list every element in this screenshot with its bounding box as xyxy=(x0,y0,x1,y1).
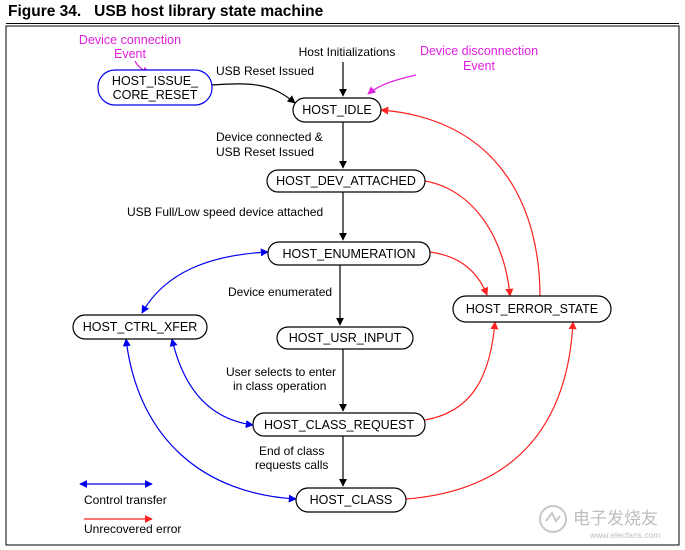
state-label: HOST_ISSUE_ xyxy=(112,74,199,88)
legend: Control transfer Unrecovered error xyxy=(79,480,181,536)
state-host-usr-input: HOST_USR_INPUT xyxy=(276,326,414,350)
state-label: CORE_RESET xyxy=(113,88,198,102)
event-label: Device connection xyxy=(79,33,181,47)
speed-device-attached-label: USB Full/Low speed device attached xyxy=(127,205,323,219)
enum-to-error-arrow xyxy=(429,251,489,296)
device-enumerated-label: Device enumerated xyxy=(228,285,332,299)
main-flow xyxy=(211,62,347,487)
state-label: HOST_DEV_ATTACHED xyxy=(276,174,416,188)
user-selects-label: in class operation xyxy=(233,379,326,393)
error-arrows xyxy=(380,106,577,500)
state-label: HOST_IDLE xyxy=(302,103,371,117)
state-label: HOST_CTRL_XFER xyxy=(83,320,198,334)
watermark: 电子发烧友 www.elecfans.com xyxy=(539,505,660,540)
state-host-ctrl-xfer: HOST_CTRL_XFER xyxy=(72,314,208,340)
state-host-class-request: HOST_CLASS_REQUEST xyxy=(252,412,426,437)
watermark-text: 电子发烧友 xyxy=(573,509,658,529)
disconnection-event-arrow xyxy=(367,74,417,95)
title-rule xyxy=(6,23,679,24)
attached-to-error-arrow xyxy=(424,180,514,297)
diagram-frame xyxy=(5,25,680,546)
host-initializations-label: Host Initializations xyxy=(299,45,396,59)
state-host-enumeration: HOST_ENUMERATION xyxy=(267,241,431,266)
state-label: HOST_ERROR_STATE xyxy=(466,302,598,316)
state-label: HOST_CLASS xyxy=(310,493,393,507)
end-of-class-label: End of class xyxy=(259,444,324,458)
class-to-error-arrow xyxy=(405,321,577,500)
figure-title: Figure 34. USB host library state machin… xyxy=(8,3,324,20)
legend-control-transfer-label: Control transfer xyxy=(84,493,167,507)
control-transfer-arrows xyxy=(122,248,297,503)
usb-reset-issued-label: USB Reset Issued xyxy=(216,64,314,78)
end-of-class-label: requests calls xyxy=(255,458,328,472)
user-selects-label: User selects to enter xyxy=(226,365,336,379)
state-label: HOST_ENUMERATION xyxy=(282,247,415,261)
device-disconnection-event: Device disconnection Event xyxy=(420,44,538,73)
ctrl-class-arrow xyxy=(122,338,297,503)
legend-unrecovered-error-label: Unrecovered error xyxy=(84,522,181,536)
state-label: HOST_CLASS_REQUEST xyxy=(264,418,414,432)
watermark-url: www.elecfans.com xyxy=(589,530,660,540)
error-to-idle-arrow xyxy=(380,106,541,297)
state-host-error-state: HOST_ERROR_STATE xyxy=(452,295,612,323)
event-label: Event xyxy=(463,59,495,73)
watermark-logo-icon xyxy=(539,505,567,533)
event-label: Device disconnection xyxy=(420,44,538,58)
device-connection-event: Device connection Event xyxy=(79,33,181,61)
reset-arrow xyxy=(211,83,296,104)
state-host-issue-core-reset: HOST_ISSUE_ CORE_RESET xyxy=(97,69,213,106)
device-connected-label: USB Reset Issued xyxy=(216,145,314,159)
state-host-idle: HOST_IDLE xyxy=(292,97,382,123)
request-to-error-arrow xyxy=(424,321,499,421)
device-connected-label: Device connected & xyxy=(216,130,323,144)
enum-ctrl-arrow xyxy=(141,248,269,314)
state-label: HOST_USR_INPUT xyxy=(289,331,402,345)
state-host-dev-attached: HOST_DEV_ATTACHED xyxy=(266,169,426,193)
event-label: Event xyxy=(114,47,146,61)
state-host-class: HOST_CLASS xyxy=(295,487,407,513)
